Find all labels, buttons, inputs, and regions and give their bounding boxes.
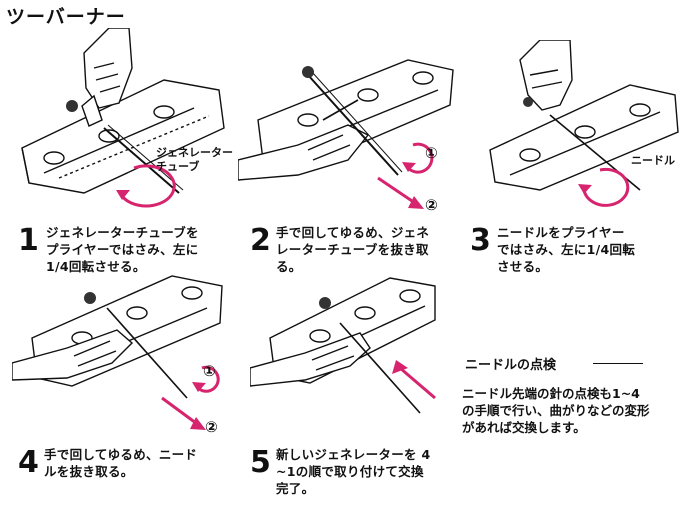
step-3-text: ニードルをプライヤー ではさみ、左に1/4回転 させる。 — [497, 225, 636, 274]
illustration-step-5 — [250, 277, 436, 414]
note-body: ニードル先端の針の点検も1~4 の手順で行い、曲がりなどの変形 があれば交換しま… — [462, 386, 650, 435]
step-4-text: 手で回してゆるめ、ニード ルを抜き取る。 — [44, 447, 198, 479]
illustration-step-3 — [489, 40, 679, 207]
step-3-number: 3 — [470, 223, 491, 258]
step-4-number: 4 — [18, 445, 39, 480]
step-1-text: ジェネレーターチューブを プライヤーではさみ、左に 1/4回転させる。 — [46, 225, 199, 274]
step-2-text: 手で回してゆるめ、ジェネ レーターチューブを抜き取 る。 — [276, 225, 430, 274]
label-generator-tube: ジェネレーター チューブ — [156, 146, 233, 173]
illustration-step-4 — [12, 275, 223, 430]
note-divider — [593, 363, 643, 364]
label-circle-2-step4: ② — [205, 418, 218, 436]
step-5-text: 新しいジェネレーターを 4 ~1の順で取り付けて交換 完了。 — [276, 447, 431, 496]
note-heading: ニードルの点検 — [465, 358, 557, 373]
page-title: ツーバーナー — [6, 6, 126, 28]
label-circle-2: ② — [425, 196, 438, 214]
label-needle: ニードル — [631, 154, 675, 167]
label-circle-1-step4: ① — [203, 362, 216, 380]
illustration-step-2 — [238, 59, 454, 209]
illustration-step-1 — [21, 28, 225, 208]
step-5-number: 5 — [250, 445, 271, 480]
step-2-number: 2 — [250, 223, 271, 258]
label-circle-1: ① — [425, 144, 438, 162]
step-1-number: 1 — [18, 223, 39, 258]
